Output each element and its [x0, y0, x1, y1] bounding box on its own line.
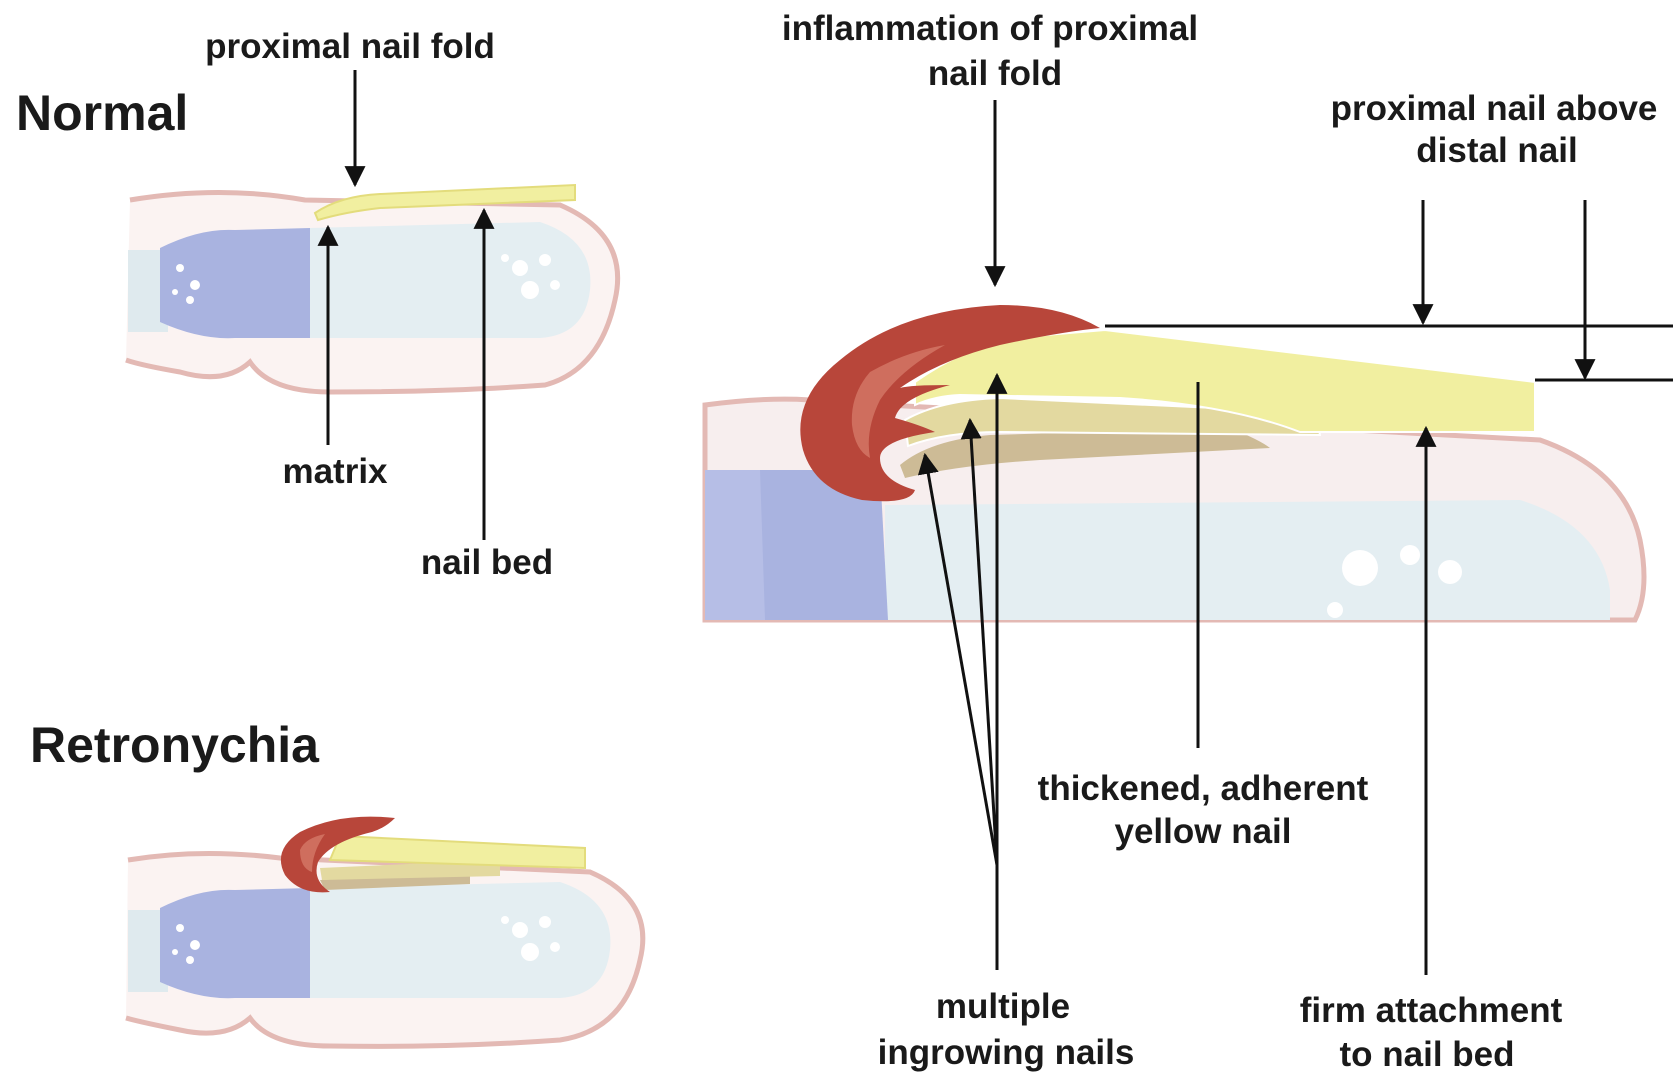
retronychia-small-finger-illustration — [126, 817, 643, 1047]
heading-normal: Normal — [16, 85, 188, 141]
label-inflammation-line1: inflammation of proximal — [782, 9, 1198, 48]
large-distal-phalanx — [885, 500, 1610, 620]
label-multiple-line2: ingrowing nails — [878, 1033, 1135, 1072]
label-nail-bed: nail bed — [421, 543, 553, 582]
label-inflammation-line2: nail fold — [928, 54, 1062, 93]
small-distal-phalanx — [310, 882, 610, 998]
normal-joint — [160, 228, 310, 338]
label-thickened-line2: yellow nail — [1115, 812, 1292, 851]
label-matrix: matrix — [282, 452, 388, 491]
label-firm-line2: to nail bed — [1340, 1035, 1515, 1074]
label-thickened-line1: thickened, adherent — [1038, 769, 1369, 808]
normal-distal-phalanx — [310, 222, 590, 338]
heading-retronychia: Retronychia — [30, 717, 320, 773]
label-firm-line1: firm attachment — [1300, 991, 1563, 1030]
normal-finger-illustration — [126, 185, 618, 392]
label-proximal-nail-fold: proximal nail fold — [205, 27, 495, 66]
small-joint — [160, 888, 310, 998]
label-proximal-above-line2: distal nail — [1416, 131, 1577, 170]
label-proximal-above-line1: proximal nail above — [1331, 89, 1658, 128]
label-multiple-line1: multiple — [936, 987, 1070, 1026]
large-joint-shade — [705, 470, 765, 620]
retronychia-large-finger-illustration — [705, 305, 1644, 620]
